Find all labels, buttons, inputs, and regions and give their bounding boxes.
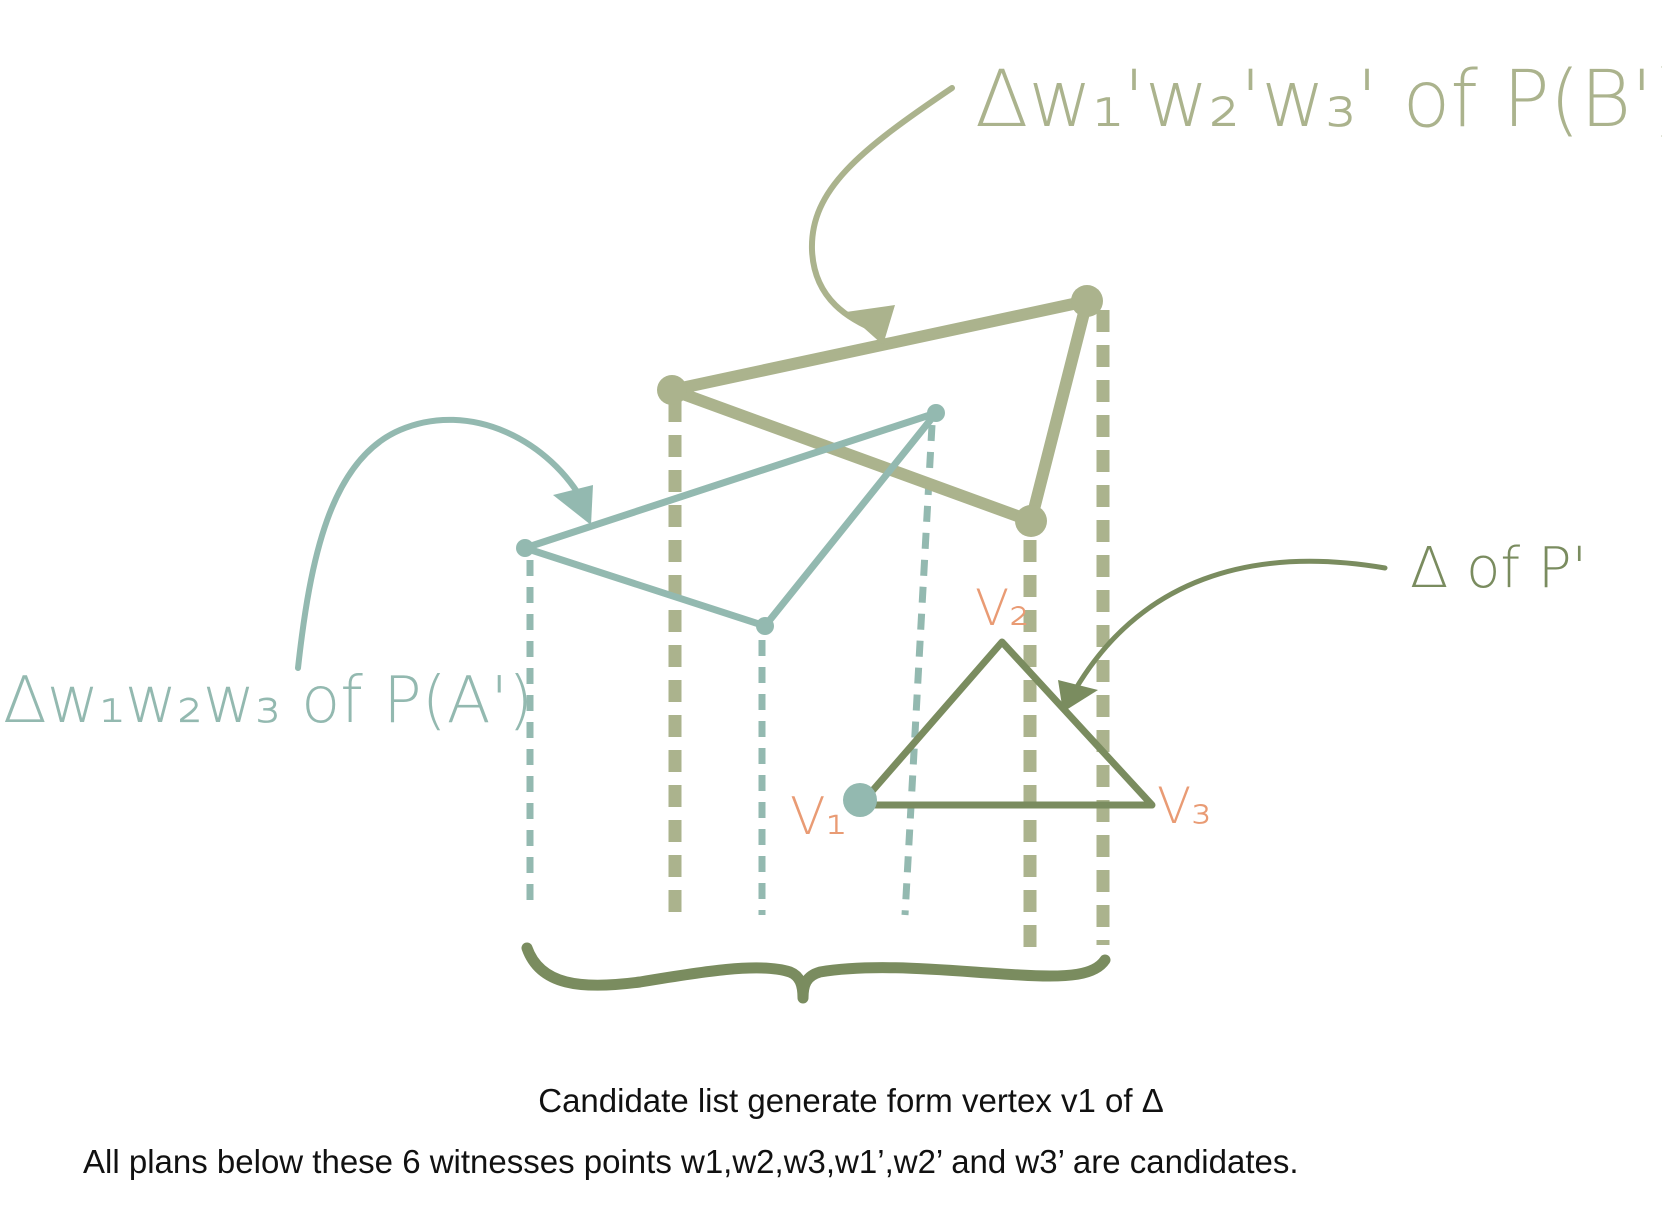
vertex-w2-prime	[1071, 285, 1103, 317]
triangle-b	[666, 295, 1093, 527]
arrowhead-p	[1058, 680, 1098, 712]
label-v1: V₁	[790, 787, 846, 847]
caption-line-1: Candidate list generate form vertex v1 o…	[538, 1082, 1164, 1119]
vertex-w2	[927, 404, 945, 422]
arrow-a	[295, 416, 588, 671]
arrow-b	[808, 85, 955, 335]
arrowhead-a	[553, 485, 593, 525]
label-triangle-a: Δw₁w₂w₃ of P(A')	[3, 664, 533, 738]
curly-brace	[521, 942, 1111, 1004]
vertex-w1-prime	[657, 375, 687, 405]
vertex-w3	[756, 617, 774, 635]
triangle-b-vertices	[657, 285, 1103, 537]
label-v2: V₂	[975, 579, 1029, 637]
projections-a	[526, 424, 936, 916]
projections-b	[668, 310, 1110, 950]
vertex-w1	[516, 539, 534, 557]
arrow-p	[1072, 558, 1388, 693]
label-v3: V₃	[1157, 777, 1211, 835]
label-triangle-b: Δw₁'w₂'w₃' of P(B')	[975, 55, 1662, 145]
arrowhead-b	[846, 305, 895, 345]
triangle-a	[521, 409, 940, 630]
caption-line-2: All plans below these 6 witnesses points…	[83, 1143, 1299, 1180]
vertex-w3-prime	[1015, 505, 1047, 537]
triangle-a-vertices	[516, 404, 945, 635]
triangle-p	[857, 638, 1156, 809]
label-triangle-p: Δ of P'	[1410, 536, 1587, 601]
vertex-v1-dot	[843, 783, 877, 817]
projection-a-w2	[901, 424, 936, 916]
